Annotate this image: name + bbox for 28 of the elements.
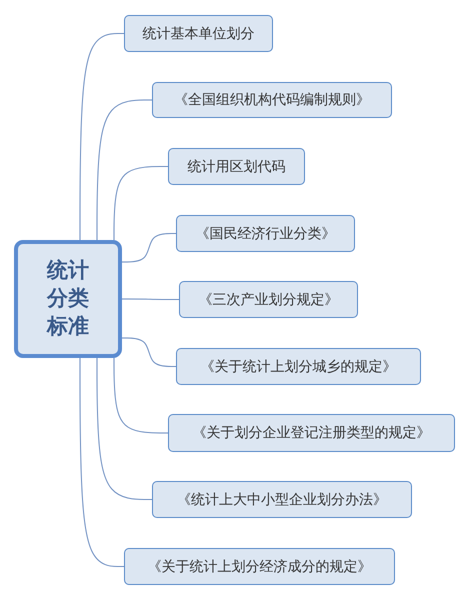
topic-text: 《关于划分企业登记注册类型的规定》 (192, 424, 430, 442)
topic-text: 《三次产业划分规定》 (198, 290, 338, 308)
central-topic-box (14, 240, 122, 358)
topic-box (176, 348, 421, 385)
topic-text: 统计分类标准 (47, 257, 89, 340)
topic-text: 《关于统计上划分经济成分的规定》 (148, 558, 372, 576)
topic-box (168, 414, 455, 452)
topic-text: 《关于统计上划分城乡的规定》 (200, 358, 396, 376)
connector-line (114, 358, 168, 434)
connector-line (114, 166, 168, 240)
topic-text: 《全国组织机构代码编制规则》 (174, 91, 370, 109)
topic-text: 统计基本单位划分 (142, 24, 254, 42)
connector-line (122, 338, 176, 367)
topic-box (176, 215, 355, 252)
connector-line (80, 33, 124, 240)
topic-box (124, 548, 395, 585)
topic-text: 统计用区划代码 (188, 158, 286, 176)
topic-box (179, 281, 358, 318)
topic-box (124, 15, 273, 52)
topic-text: 《国民经济行业分类》 (196, 224, 336, 242)
topic-box (152, 82, 392, 118)
connector-line (122, 233, 176, 262)
topic-text: 《统计上大中小型企业划分办法》 (177, 490, 387, 508)
topic-box (152, 481, 412, 518)
connector-line (96, 358, 152, 500)
connector-line (80, 358, 124, 567)
topic-box (168, 148, 305, 185)
connector-line (122, 298, 180, 300)
